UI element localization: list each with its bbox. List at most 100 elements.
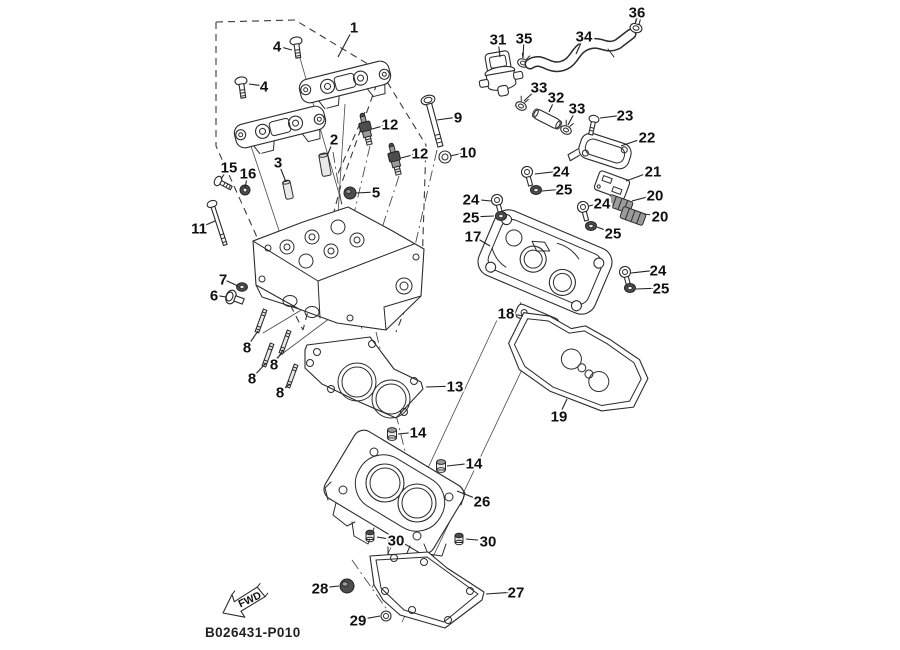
callout-leader-21 [625,171,650,182]
part-callout-22: 22 [639,130,656,147]
part-callout-11: 11 [191,221,207,238]
part-callout-12: 12 [382,117,399,134]
part-callout-12: 12 [412,146,429,163]
part-callout-36: 36 [629,5,646,22]
callout-leader-25 [596,226,610,233]
callout-leader-12 [371,124,387,130]
part-cylinder-block-26 [323,429,466,561]
part-washer-16 [239,184,251,196]
callout-leader-6 [217,295,227,298]
callout-leader-23 [599,114,622,119]
part-studs-8 [254,308,299,389]
part-callout-28: 28 [312,581,329,598]
part-plug-28 [339,578,355,594]
part-tappet-2 [318,152,332,177]
part-callout-24: 24 [594,196,611,213]
part-callout-1: 1 [350,20,358,37]
callout-leader-8 [248,330,259,345]
part-callout-31: 31 [490,32,507,49]
part-bolt-9 [420,94,444,148]
part-callout-33: 33 [531,80,548,97]
callout-leader-24 [588,203,599,207]
part-spark-plug-2 [387,142,402,176]
callout-leader-29 [361,615,381,620]
callout-leader-35 [522,41,525,59]
callout-leader-8 [275,349,284,361]
part-spark-plug-1 [358,112,373,146]
callout-leader-24 [630,269,655,274]
part-callout-16: 16 [240,166,257,183]
part-callout-13: 13 [447,379,464,396]
part-washer-10 [438,150,452,164]
callout-leader-2 [326,142,333,157]
callout-leader-16 [244,176,248,189]
part-callout-23: 23 [617,108,634,125]
part-reed-valve-20b [619,206,647,226]
callout-leader-33 [523,89,537,102]
part-callout-7: 7 [219,272,227,289]
part-callout-20: 20 [647,188,664,205]
part-guide-3 [282,179,294,200]
part-callout-14: 14 [466,456,483,473]
callout-leader-28 [323,585,340,589]
part-clamp-33b [560,119,574,135]
part-dowel-14b [436,459,446,473]
part-callout-10: 10 [460,145,477,162]
callout-leader-7 [226,280,239,287]
part-callout-8: 8 [248,371,256,388]
callout-leader-10 [449,152,465,157]
part-callout-9: 9 [454,110,462,127]
callout-leader-30 [465,538,485,542]
callout-leader-8 [254,362,267,376]
part-callout-8: 8 [276,385,284,402]
callout-leader-18 [509,313,524,317]
part-bolt-6 [225,289,245,305]
callout-leader-13 [425,385,452,388]
part-callout-24: 24 [650,263,667,280]
callout-leader-9 [436,117,455,121]
part-callout-34: 34 [576,29,593,46]
callout-leader-25 [635,287,658,290]
part-callout-35: 35 [516,31,533,48]
part-dowel-14a [387,427,397,441]
callout-leader-20 [631,195,652,202]
part-callout-30: 30 [480,534,497,551]
callout-leader-25 [474,215,495,218]
callout-leader-32 [548,100,555,113]
part-callout-17: 17 [465,229,482,246]
part-washer-7 [236,282,248,292]
part-dowel-30b [454,532,464,546]
part-callout-33: 33 [569,101,586,118]
part-callout-3: 3 [274,155,282,172]
part-bolt-11 [206,199,228,247]
callout-leader-12 [400,153,417,159]
part-callout-24: 24 [553,164,570,181]
part-camshaft-cap-lower [233,105,327,155]
part-callout-25: 25 [653,281,670,298]
part-callout-30: 30 [388,533,405,550]
part-callout-4: 4 [273,39,282,56]
callout-leader-33 [567,111,576,126]
part-cylinder-head [252,206,425,331]
part-callout-14: 14 [410,425,427,442]
part-pipe-32 [532,108,562,130]
callout-leader-4 [248,83,261,87]
part-camshaft-cap-upper [298,60,392,110]
callout-leader-8 [282,383,291,390]
part-screw-15 [213,175,233,191]
callout-leader-20 [643,213,657,217]
part-callout-2: 2 [330,132,338,149]
part-callout-18: 18 [498,306,515,323]
part-bolts-24 [490,165,632,287]
callout-leader-24 [474,198,492,202]
callout-leader-17 [476,237,491,247]
callout-leader-30 [376,536,393,540]
callout-leader-15 [220,170,228,180]
part-callout-20: 20 [652,209,669,226]
part-bolt-4a [289,36,303,59]
part-cover-gasket-19 [508,312,649,412]
callout-leader-31 [497,42,501,58]
